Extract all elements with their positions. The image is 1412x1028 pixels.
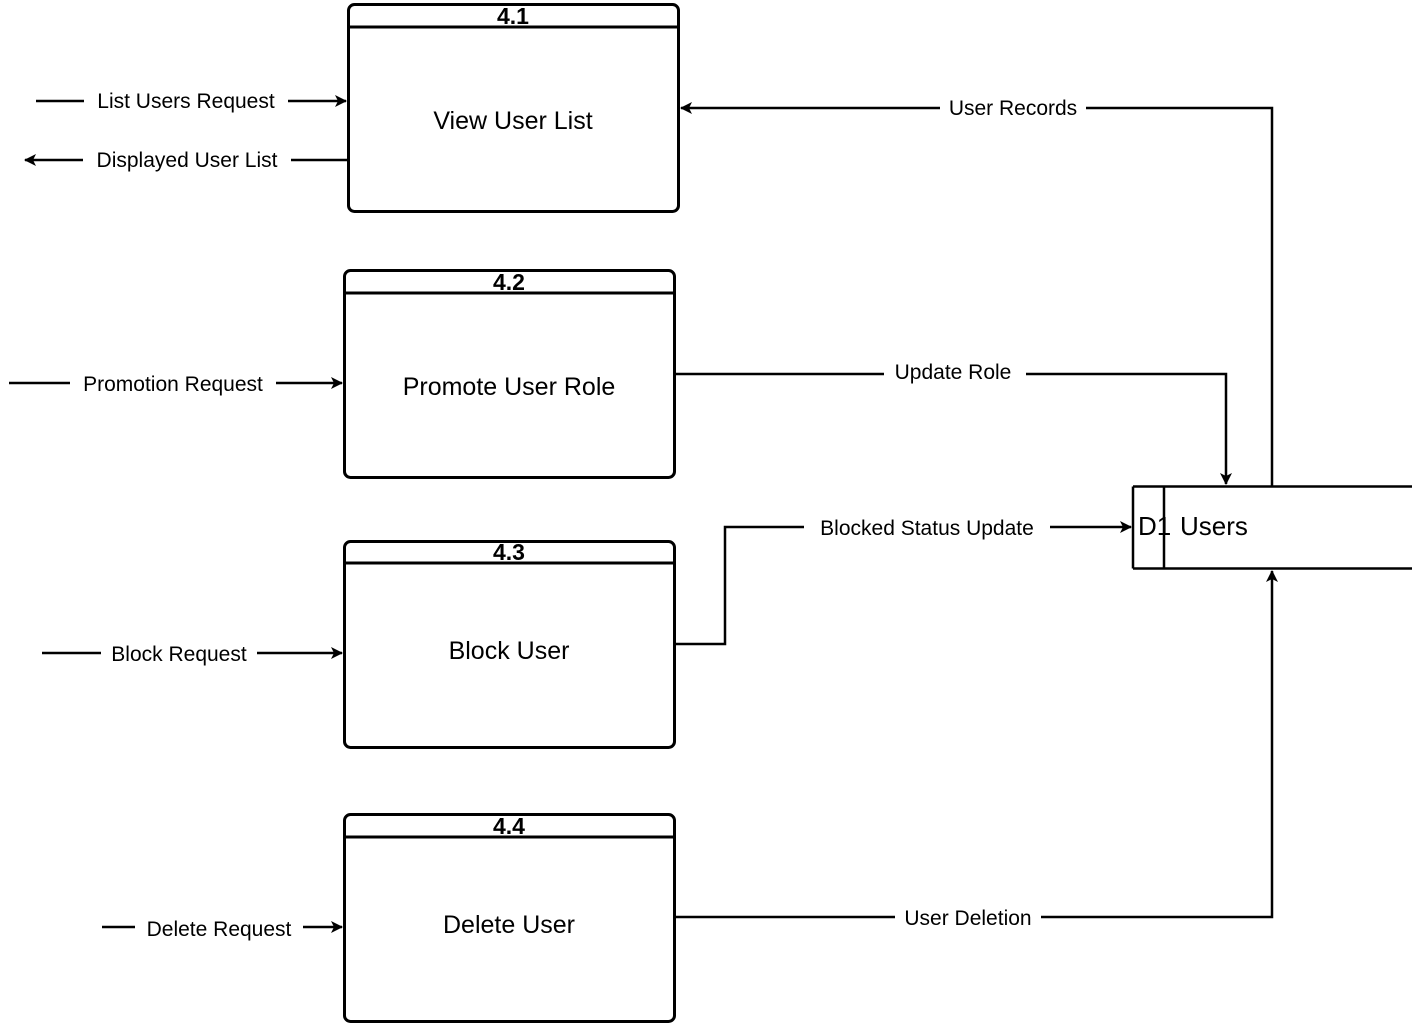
process-id: 4.1 — [497, 3, 529, 29]
flow-user-records[interactable]: User Records — [680, 95, 1274, 486]
flow-label: Delete Request — [147, 918, 292, 941]
process-title: View User List — [433, 107, 592, 135]
flow-label: Blocked Status Update — [820, 517, 1034, 540]
process-4-1[interactable]: 4.1 View User List — [347, 3, 680, 213]
process-id: 4.3 — [493, 539, 525, 565]
flow-displayed-user-list[interactable]: Displayed User List — [24, 147, 348, 173]
flow-promotion-request[interactable]: Promotion Request — [9, 370, 343, 396]
flow-block-request[interactable]: Block Request — [42, 641, 343, 667]
data-store-d1-users[interactable]: D1 Users — [1131, 485, 1412, 570]
flow-label: User Deletion — [904, 907, 1031, 930]
flow-delete-request[interactable]: Delete Request — [102, 915, 343, 941]
flow-user-deletion[interactable]: User Deletion — [675, 570, 1278, 930]
flow-label: Displayed User List — [97, 149, 278, 172]
process-id: 4.2 — [493, 269, 525, 295]
flow-list-users-request[interactable]: List Users Request — [36, 88, 347, 114]
process-4-3[interactable]: 4.3 Block User — [343, 539, 676, 749]
flow-label: Update Role — [895, 361, 1012, 384]
process-title: Block User — [449, 637, 570, 665]
flow-blocked-status-update[interactable]: Blocked Status Update — [675, 514, 1132, 646]
flow-update-role[interactable]: Update Role — [675, 361, 1232, 485]
flow-label: User Records — [949, 97, 1077, 120]
process-4-2[interactable]: 4.2 Promote User Role — [343, 269, 676, 479]
process-4-4[interactable]: 4.4 Delete User — [343, 813, 676, 1023]
flow-label: List Users Request — [97, 90, 275, 113]
data-store-name: Users — [1180, 511, 1248, 541]
data-store-id: D1 — [1138, 511, 1171, 541]
process-id: 4.4 — [493, 813, 525, 839]
flow-label: Block Request — [111, 643, 247, 666]
process-title: Promote User Role — [403, 373, 616, 401]
flow-label: Promotion Request — [83, 373, 263, 396]
process-title: Delete User — [443, 911, 575, 939]
